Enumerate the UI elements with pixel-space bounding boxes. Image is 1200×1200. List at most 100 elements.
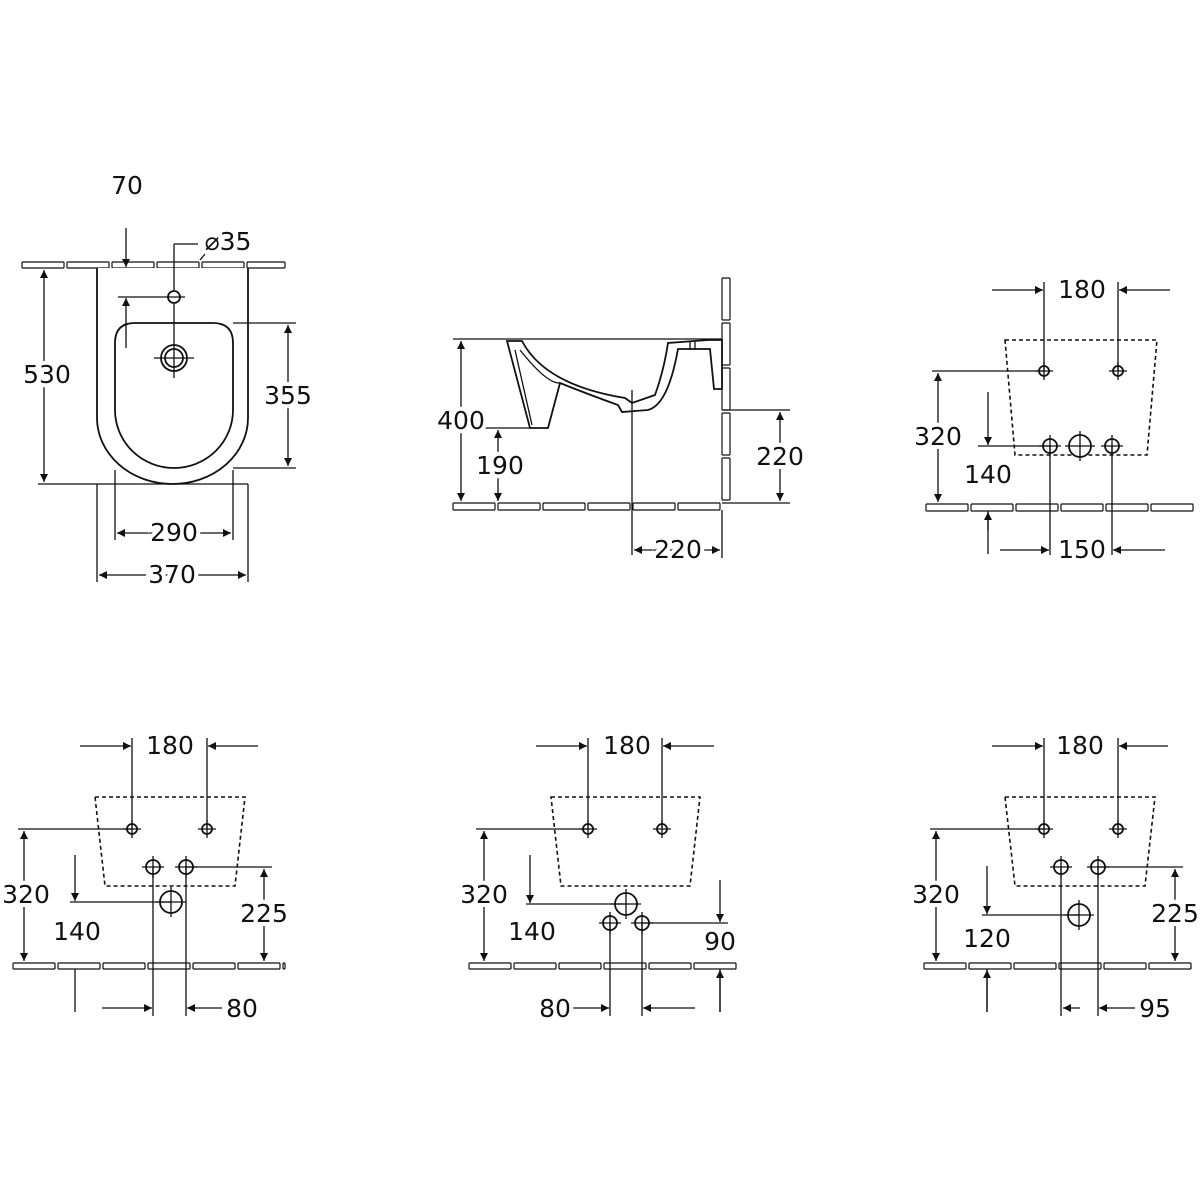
extension-lines [450, 338, 790, 558]
label-80: 80 [226, 994, 258, 1023]
floor-strip [923, 962, 1192, 970]
bidet-outline-dashed [550, 796, 701, 887]
tile-segment [156, 261, 200, 269]
tile-segment [648, 962, 692, 970]
extension-lines [476, 738, 728, 1016]
tile-segment [693, 962, 737, 970]
tile-segment [21, 261, 65, 269]
tile-segment [468, 962, 512, 970]
label-70: 70 [111, 171, 143, 200]
label-370: 370 [148, 560, 196, 589]
rear-view-1: 180 320 140 150 [910, 271, 1194, 568]
label-180: 180 [603, 731, 651, 760]
bidet-outline-dashed [1004, 796, 1156, 887]
label-80: 80 [539, 994, 571, 1023]
tile-segment [513, 962, 557, 970]
tile-segment [721, 322, 731, 366]
extension-lines [932, 282, 1119, 555]
label-180: 180 [1058, 275, 1106, 304]
hole-crosshair [1065, 431, 1095, 461]
mounting-holes [1035, 820, 1127, 930]
label-140: 140 [964, 460, 1012, 489]
floor-strip [452, 502, 721, 511]
wall-strip [721, 277, 731, 501]
tile-segment [1060, 503, 1104, 512]
wall-strip [21, 261, 286, 269]
tile-segment [246, 261, 286, 269]
label-180: 180 [1056, 731, 1104, 760]
tile-segment [721, 367, 731, 411]
label-290: 290 [150, 518, 198, 547]
label-225: 225 [1151, 899, 1199, 928]
extension-lines [38, 322, 296, 582]
tile-segment [201, 261, 245, 269]
bidet-outline-dashed [94, 796, 246, 887]
tile-segment [1150, 503, 1194, 512]
floor-strip [925, 503, 1194, 512]
tile-segment [237, 962, 281, 970]
label-220-vertical: 220 [756, 442, 804, 471]
label-180: 180 [146, 731, 194, 760]
label-400: 400 [437, 406, 485, 435]
label-95: 95 [1139, 994, 1171, 1023]
rear-view-2: 180 320 140 225 80 [0, 727, 292, 1027]
extension-lines [18, 738, 272, 1016]
side-view: 400 190 220 220 [433, 277, 808, 568]
label-320: 320 [460, 880, 508, 909]
tile-segment [1103, 962, 1147, 970]
label-530: 530 [23, 360, 71, 389]
tile-segment [923, 962, 967, 970]
floor-strip [468, 962, 737, 970]
tile-segment [282, 962, 286, 970]
tile-segment [721, 277, 731, 321]
rear-view-3: 180 320 140 90 80 [456, 727, 740, 1027]
mounting-holes [579, 820, 671, 934]
center-lines [118, 235, 221, 378]
floor-strip [12, 962, 286, 970]
bidet-profile [505, 339, 723, 429]
tile-segment [452, 502, 496, 511]
tile-segment [970, 503, 1014, 512]
tile-segment [1015, 503, 1059, 512]
tile-segment [587, 502, 631, 511]
tile-segment [57, 962, 101, 970]
tile-segment [497, 502, 541, 511]
label-355: 355 [264, 381, 312, 410]
extension-lines [930, 738, 1183, 1016]
tile-segment [558, 962, 602, 970]
label-140: 140 [508, 917, 556, 946]
tile-segment [102, 962, 146, 970]
label-190: 190 [476, 451, 524, 480]
tile-segment [12, 962, 56, 970]
tile-segment [721, 457, 731, 501]
tile-segment [603, 962, 647, 970]
tile-segment [1148, 962, 1192, 970]
front-view: 70 ⌀35 530 355 290 370 [19, 167, 316, 593]
tile-segment [192, 962, 236, 970]
label-220-horizontal: 220 [654, 535, 702, 564]
tile-segment [1058, 962, 1102, 970]
rear-view-4: 180 320 120 225 95 [908, 727, 1200, 1027]
tile-segment [925, 503, 969, 512]
tile-segment [721, 412, 731, 456]
label-diameter-35: ⌀35 [205, 227, 252, 256]
label-140: 140 [53, 917, 101, 946]
tile-segment [542, 502, 586, 511]
label-150: 150 [1058, 535, 1106, 564]
label-320: 320 [912, 880, 960, 909]
label-120: 120 [963, 924, 1011, 953]
label-225: 225 [240, 899, 288, 928]
label-90: 90 [704, 927, 736, 956]
bowl-outline [114, 322, 234, 469]
tile-segment [147, 962, 191, 970]
tile-segment [677, 502, 721, 511]
label-320: 320 [2, 880, 50, 909]
tile-segment [632, 502, 676, 511]
bidet-inner-lines [514, 349, 561, 426]
tile-segment [1105, 503, 1149, 512]
bidet-outline-dashed [1004, 339, 1158, 456]
tile-segment [111, 261, 155, 269]
tile-segment [1013, 962, 1057, 970]
tile-segment [968, 962, 1012, 970]
